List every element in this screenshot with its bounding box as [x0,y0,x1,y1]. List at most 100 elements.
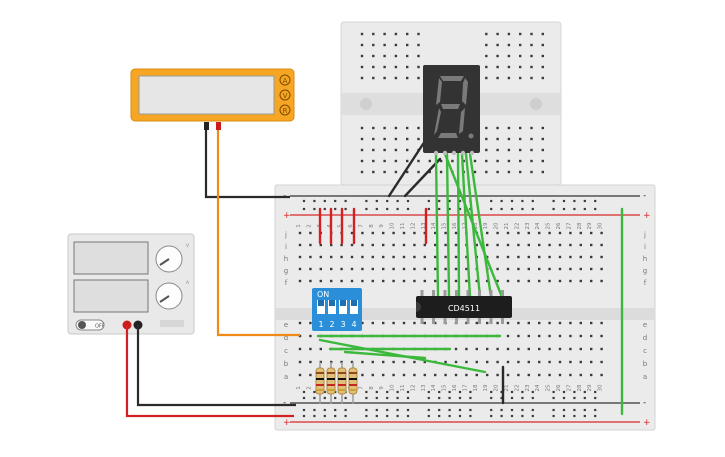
rail-hole [521,390,524,394]
row-letter: b [643,360,648,368]
column-number: 1 [296,386,302,390]
dip-switch-lever-knob[interactable] [329,300,335,306]
row-letter: j [284,231,287,239]
breadboard-hole [371,267,374,271]
breadboard-hole [486,279,489,283]
breadboard-hole [417,43,420,47]
breadboard-hole [579,334,582,338]
breadboard-hole [298,373,302,377]
breadboard-hole [538,255,541,259]
breadboard-hole [309,373,312,377]
column-number: 18 [473,222,479,229]
rail-hole [427,207,430,211]
wire-segment-to-ic[interactable] [443,152,504,299]
wire-segment-to-ic[interactable] [460,152,472,299]
dip-switch-position-label: 1 [318,320,323,329]
resistor[interactable] [337,367,347,395]
seven-segment-display[interactable] [423,65,480,156]
resistor[interactable] [326,367,336,395]
rail-hole [313,414,316,418]
wire-segment-to-ic[interactable] [456,152,461,299]
row-letter: a [284,373,288,381]
resistor-array[interactable] [315,362,358,404]
multimeter-mode-v[interactable]: V [279,89,291,101]
resistor[interactable] [315,367,325,395]
breadboard-hole [496,170,499,174]
dip-switch-lever-knob[interactable] [318,300,324,306]
rail-hole [323,390,326,394]
column-number: 28 [577,384,583,391]
wire-multimeter-red[interactable] [216,130,300,337]
breadboard-hole [406,126,409,130]
multimeter[interactable]: A V R [130,68,295,130]
column-number: 15 [442,384,448,391]
cd4511-ic[interactable]: CD4511 [416,290,512,324]
wire-segment-to-ic[interactable] [445,152,451,299]
breadboard-hole [360,54,364,58]
breadboard-hole [558,360,562,364]
multimeter-red-probe[interactable] [216,122,221,130]
resistor-band [338,389,346,391]
row-letter: g [284,267,288,275]
rail-hole [500,207,503,211]
rail-hole [448,414,451,418]
multimeter-mode-r[interactable]: R [279,104,291,116]
breadboard-hole [360,159,364,163]
breadboard-hole [590,231,593,235]
row-letter: f [644,279,647,287]
wire-display-common[interactable] [403,157,442,198]
resistor[interactable] [348,367,358,395]
breadboard-hole [558,279,562,283]
rail-hole [406,207,410,211]
wire-segment-to-ic[interactable] [434,152,440,299]
dip-switch-lever-knob[interactable] [351,300,357,306]
ic-label: CD4511 [448,304,480,313]
dip-switch-lever[interactable] [339,300,347,314]
dip-switch-lever[interactable] [328,300,336,314]
rail-hole [458,396,462,400]
breadboard-hole [394,54,398,58]
multimeter-mode-a[interactable]: A [279,74,291,86]
column-number: 18 [473,384,479,391]
column-number: 17 [462,384,468,391]
ic-pin [466,290,470,297]
breadboard-hole [519,126,522,130]
dip-switch-lever[interactable] [317,300,325,314]
breadboard-hole [569,360,572,364]
rail-hole [365,414,368,418]
rail-hole [302,390,306,394]
dip-switch-position-label: 2 [329,320,334,329]
breadboard-hole [382,243,385,247]
display-pin [469,150,475,156]
wire-supply-negative[interactable] [136,325,296,407]
rail-hole [375,207,378,211]
breadboard-hole [548,267,551,271]
wire-multimeter-black[interactable] [204,130,290,199]
power-switch-label: OFF [95,324,105,330]
breadboard-hole [569,347,572,351]
breadboard-hole [530,32,533,36]
dip-switch-lever[interactable] [350,300,358,314]
wire-supply-positive[interactable] [125,325,294,418]
breadboard-hole [319,347,322,351]
breadboard-hole [423,360,426,364]
breadboard-hole [444,255,447,259]
breadboard-hole [417,65,420,69]
wire-ic-input[interactable] [343,350,427,360]
rail-hole [573,414,576,418]
rail-hole [448,408,451,412]
multimeter-black-probe[interactable] [204,122,209,130]
wire-display-common[interactable] [387,136,429,198]
breadboard-hole [506,231,510,235]
wire-segment-to-ic[interactable] [468,152,493,299]
rail-hole [438,396,441,400]
breadboard-hole [406,54,409,58]
breadboard-hole [392,360,395,364]
breadboard-hole [507,65,511,69]
power-supply[interactable]: V A OFF [67,233,195,335]
breadboard-hole [517,243,520,247]
dip-switch-lever-knob[interactable] [340,300,346,306]
breadboard-hole [507,170,511,174]
